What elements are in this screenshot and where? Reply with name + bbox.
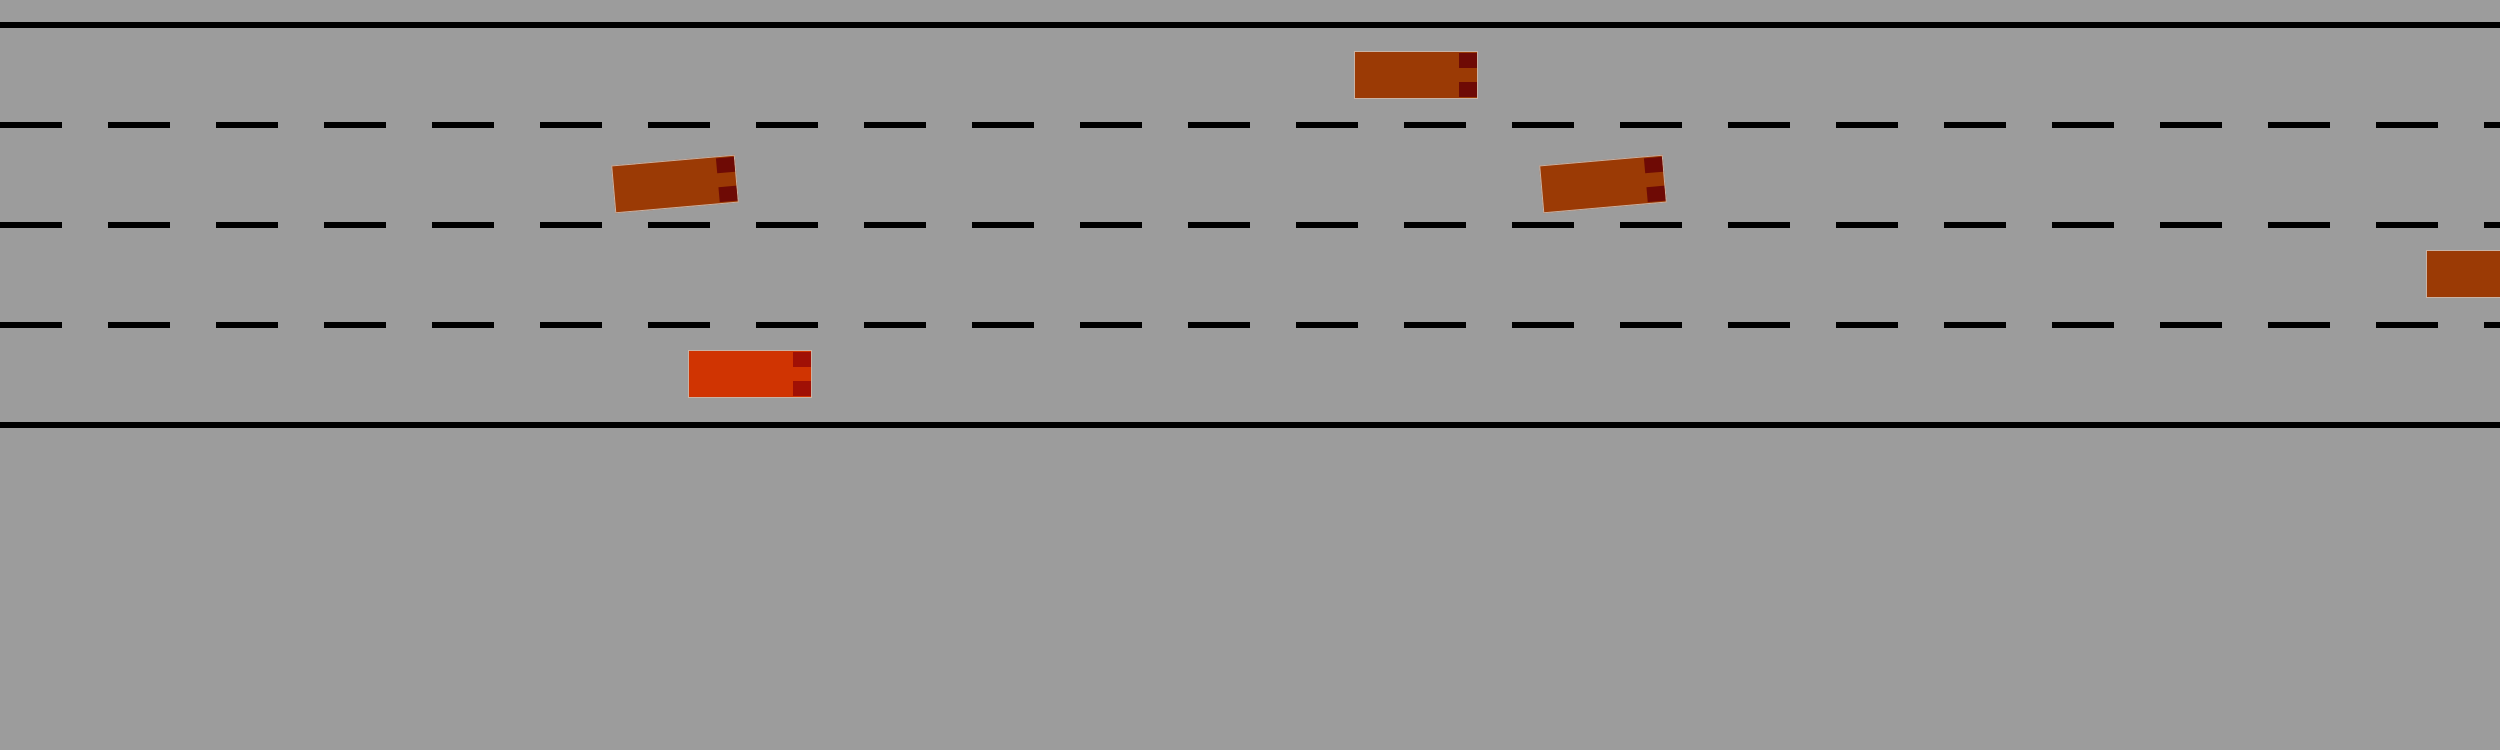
tail-light-icon bbox=[718, 185, 738, 203]
vehicle-lane3-right-edge bbox=[2426, 250, 2500, 298]
tail-light-icon bbox=[715, 156, 736, 174]
tail-light-icon bbox=[1643, 156, 1664, 174]
tail-light-icon bbox=[1459, 82, 1477, 97]
tail-light-icon bbox=[1459, 53, 1477, 68]
vehicle-lane2-left bbox=[611, 154, 739, 214]
tail-light-icon bbox=[1646, 185, 1666, 203]
road-top-edge bbox=[0, 22, 2500, 28]
tail-light-icon bbox=[793, 352, 811, 367]
tail-light-icon bbox=[793, 381, 811, 396]
road-bottom-edge bbox=[0, 422, 2500, 428]
lane-divider-1 bbox=[0, 122, 2500, 128]
lane-divider-3 bbox=[0, 322, 2500, 328]
vehicle-lane2-center bbox=[1539, 154, 1667, 214]
tail-light-icon bbox=[793, 367, 811, 381]
lane-divider-2 bbox=[0, 222, 2500, 228]
ego-vehicle bbox=[688, 350, 812, 398]
vehicle-lane1-center bbox=[1354, 51, 1478, 99]
